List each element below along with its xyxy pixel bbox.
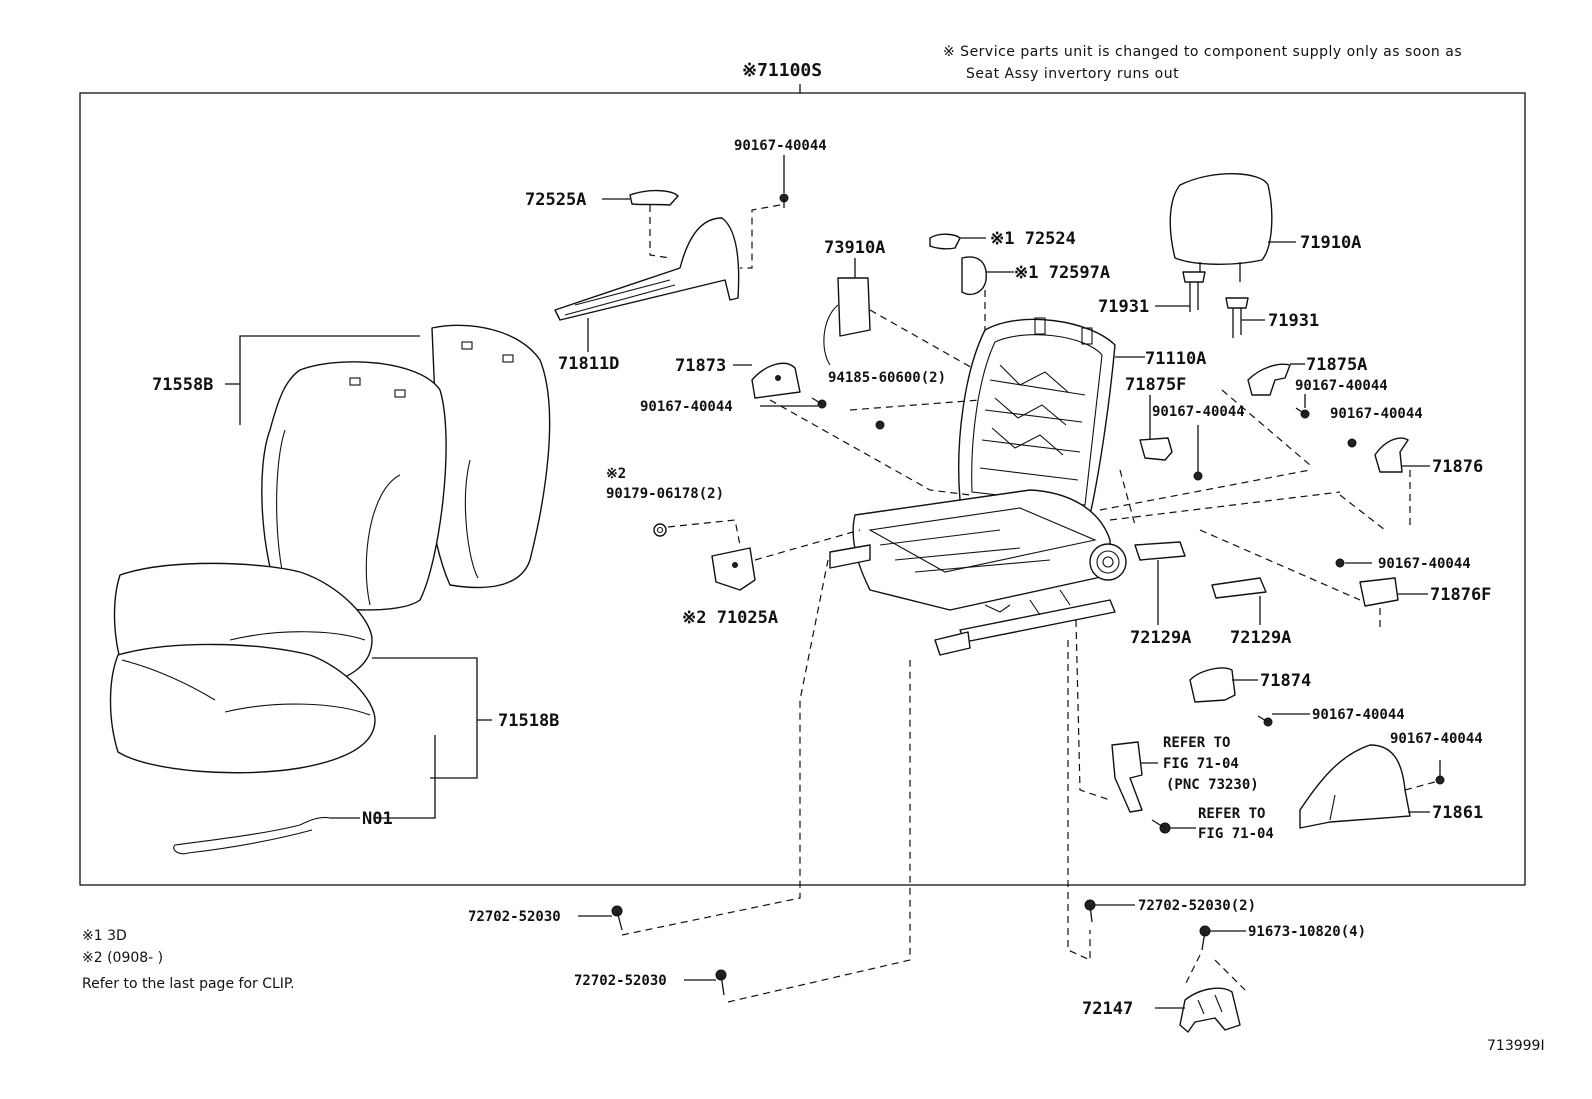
label-90167-75A: 90167-40044 bbox=[1295, 378, 1388, 394]
label-90167-861: 90167-40044 bbox=[1390, 731, 1483, 747]
label-N01: N01 bbox=[362, 809, 393, 829]
seatback-frame-71110A bbox=[958, 317, 1116, 516]
label-71876F: 71876F bbox=[1430, 585, 1491, 605]
label-73910A: 73910A bbox=[824, 238, 885, 258]
bolt-90167-75F bbox=[1193, 425, 1203, 481]
label-90179: 90179-06178(2) bbox=[606, 486, 724, 502]
bolt-72702-a bbox=[611, 905, 623, 931]
label-71518B: 71518B bbox=[498, 711, 559, 731]
clip-94185 bbox=[875, 420, 885, 430]
label-71874: 71874 bbox=[1260, 671, 1311, 691]
trim-72129A-left bbox=[1134, 541, 1186, 561]
label-90167-75F: 90167-40044 bbox=[1152, 404, 1245, 420]
nut-90179 bbox=[653, 523, 667, 537]
trim-72129A-right bbox=[1211, 577, 1267, 599]
cover-71874 bbox=[1189, 667, 1236, 703]
refer-a-line2: FIG 71-04 bbox=[1163, 756, 1239, 772]
label-72702-a: 72702-52030 bbox=[468, 909, 561, 925]
cover-71875F bbox=[1139, 437, 1173, 461]
cushion-cover-71518B bbox=[109, 562, 376, 774]
label-72525A: 72525A bbox=[525, 190, 586, 210]
label-71910A: 71910A bbox=[1300, 233, 1361, 253]
side-shield-71811D bbox=[554, 217, 740, 321]
label-90167-876F: 90167-40044 bbox=[1378, 556, 1471, 572]
label-90167-top: 90167-40044 bbox=[734, 138, 827, 154]
bolt-90167-874 bbox=[1257, 715, 1273, 727]
cover-71875A bbox=[1247, 363, 1291, 396]
label-star2: ※2 bbox=[606, 466, 626, 482]
label-71931-right: 71931 bbox=[1268, 311, 1319, 331]
bolt-90167-876F bbox=[1335, 558, 1345, 568]
cap-72525A bbox=[629, 189, 679, 206]
label-90167-873: 90167-40044 bbox=[640, 399, 733, 415]
label-71861: 71861 bbox=[1432, 803, 1483, 823]
leader-N01 bbox=[375, 735, 436, 819]
label-71110A: 71110A bbox=[1145, 349, 1206, 369]
label-71873: 71873 bbox=[675, 356, 726, 376]
label-72129A-left: 72129A bbox=[1130, 628, 1191, 648]
cover-71876F bbox=[1359, 577, 1399, 607]
label-72597A: ※1 72597A bbox=[1014, 263, 1110, 283]
label-90167-876: 90167-40044 bbox=[1330, 406, 1423, 422]
label-71876: 71876 bbox=[1432, 457, 1483, 477]
headrest-71910A bbox=[1169, 173, 1273, 282]
hinge-cover-71873 bbox=[751, 362, 801, 399]
label-91673: 91673-10820(4) bbox=[1248, 924, 1366, 940]
label-71875A: 71875A bbox=[1306, 355, 1367, 375]
bolt-refer-b bbox=[1151, 819, 1171, 834]
refer-a-line3: (PNC 73230) bbox=[1166, 777, 1259, 793]
footnote-line2: ※2 (0908- ) bbox=[82, 950, 163, 966]
label-72524: ※1 72524 bbox=[990, 229, 1076, 249]
footnote-line1: ※1 3D bbox=[82, 928, 127, 944]
label-72702-c: 72702-52030(2) bbox=[1138, 898, 1256, 914]
bolt-72702-b bbox=[715, 969, 727, 996]
label-94185: 94185-60600(2) bbox=[828, 370, 946, 386]
label-71558B: 71558B bbox=[152, 375, 213, 395]
wire-N01 bbox=[173, 816, 331, 855]
knob-72597A bbox=[961, 256, 987, 296]
leader-71518B bbox=[372, 657, 478, 779]
label-90167-874: 90167-40044 bbox=[1312, 707, 1405, 723]
airbag-73910A bbox=[823, 277, 871, 366]
label-72147: 72147 bbox=[1082, 999, 1133, 1019]
refer-b-line2: FIG 71-04 bbox=[1198, 826, 1274, 842]
leader-71558B bbox=[239, 335, 420, 425]
refer-b-line1: REFER TO bbox=[1198, 806, 1265, 822]
bolt-72702-c bbox=[1084, 899, 1096, 923]
service-note-line1: ※ Service parts unit is changed to compo… bbox=[943, 44, 1462, 60]
label-71811D: 71811D bbox=[558, 354, 619, 374]
assembly-frame bbox=[79, 92, 1526, 886]
shield-71861 bbox=[1299, 744, 1411, 829]
refer-a-line1: REFER TO bbox=[1163, 735, 1230, 751]
service-note-line2: Seat Assy invertory runs out bbox=[966, 66, 1179, 82]
label-72129A-right: 72129A bbox=[1230, 628, 1291, 648]
knob-72524 bbox=[929, 233, 961, 250]
seatbelt-buckle bbox=[1111, 741, 1143, 813]
bracket-72147 bbox=[1179, 987, 1241, 1033]
guide-71931-right bbox=[1225, 297, 1249, 338]
label-71931-left: 71931 bbox=[1098, 297, 1149, 317]
bolt-90167-top bbox=[779, 193, 789, 208]
label-72702-b: 72702-52030 bbox=[574, 973, 667, 989]
figure-id: 713999I bbox=[1487, 1038, 1545, 1054]
bolt-90167-876 bbox=[1347, 438, 1357, 448]
bolt-90167-873 bbox=[811, 397, 827, 409]
bolt-91673 bbox=[1199, 925, 1211, 951]
label-71025A: ※2 71025A bbox=[682, 608, 778, 628]
label-71875F: 71875F bbox=[1125, 375, 1186, 395]
footnote-line3: Refer to the last page for CLIP. bbox=[82, 976, 295, 992]
cover-71876 bbox=[1374, 437, 1409, 473]
cushion-frame bbox=[829, 489, 1127, 656]
bolt-90167-861 bbox=[1435, 760, 1445, 785]
assembly-label: ※71100S bbox=[742, 60, 822, 81]
guide-71931-left bbox=[1182, 271, 1206, 312]
bolt-90167-75A bbox=[1295, 407, 1310, 419]
bracket-71025A bbox=[711, 547, 756, 591]
seatback-cover-71558B bbox=[261, 324, 551, 611]
